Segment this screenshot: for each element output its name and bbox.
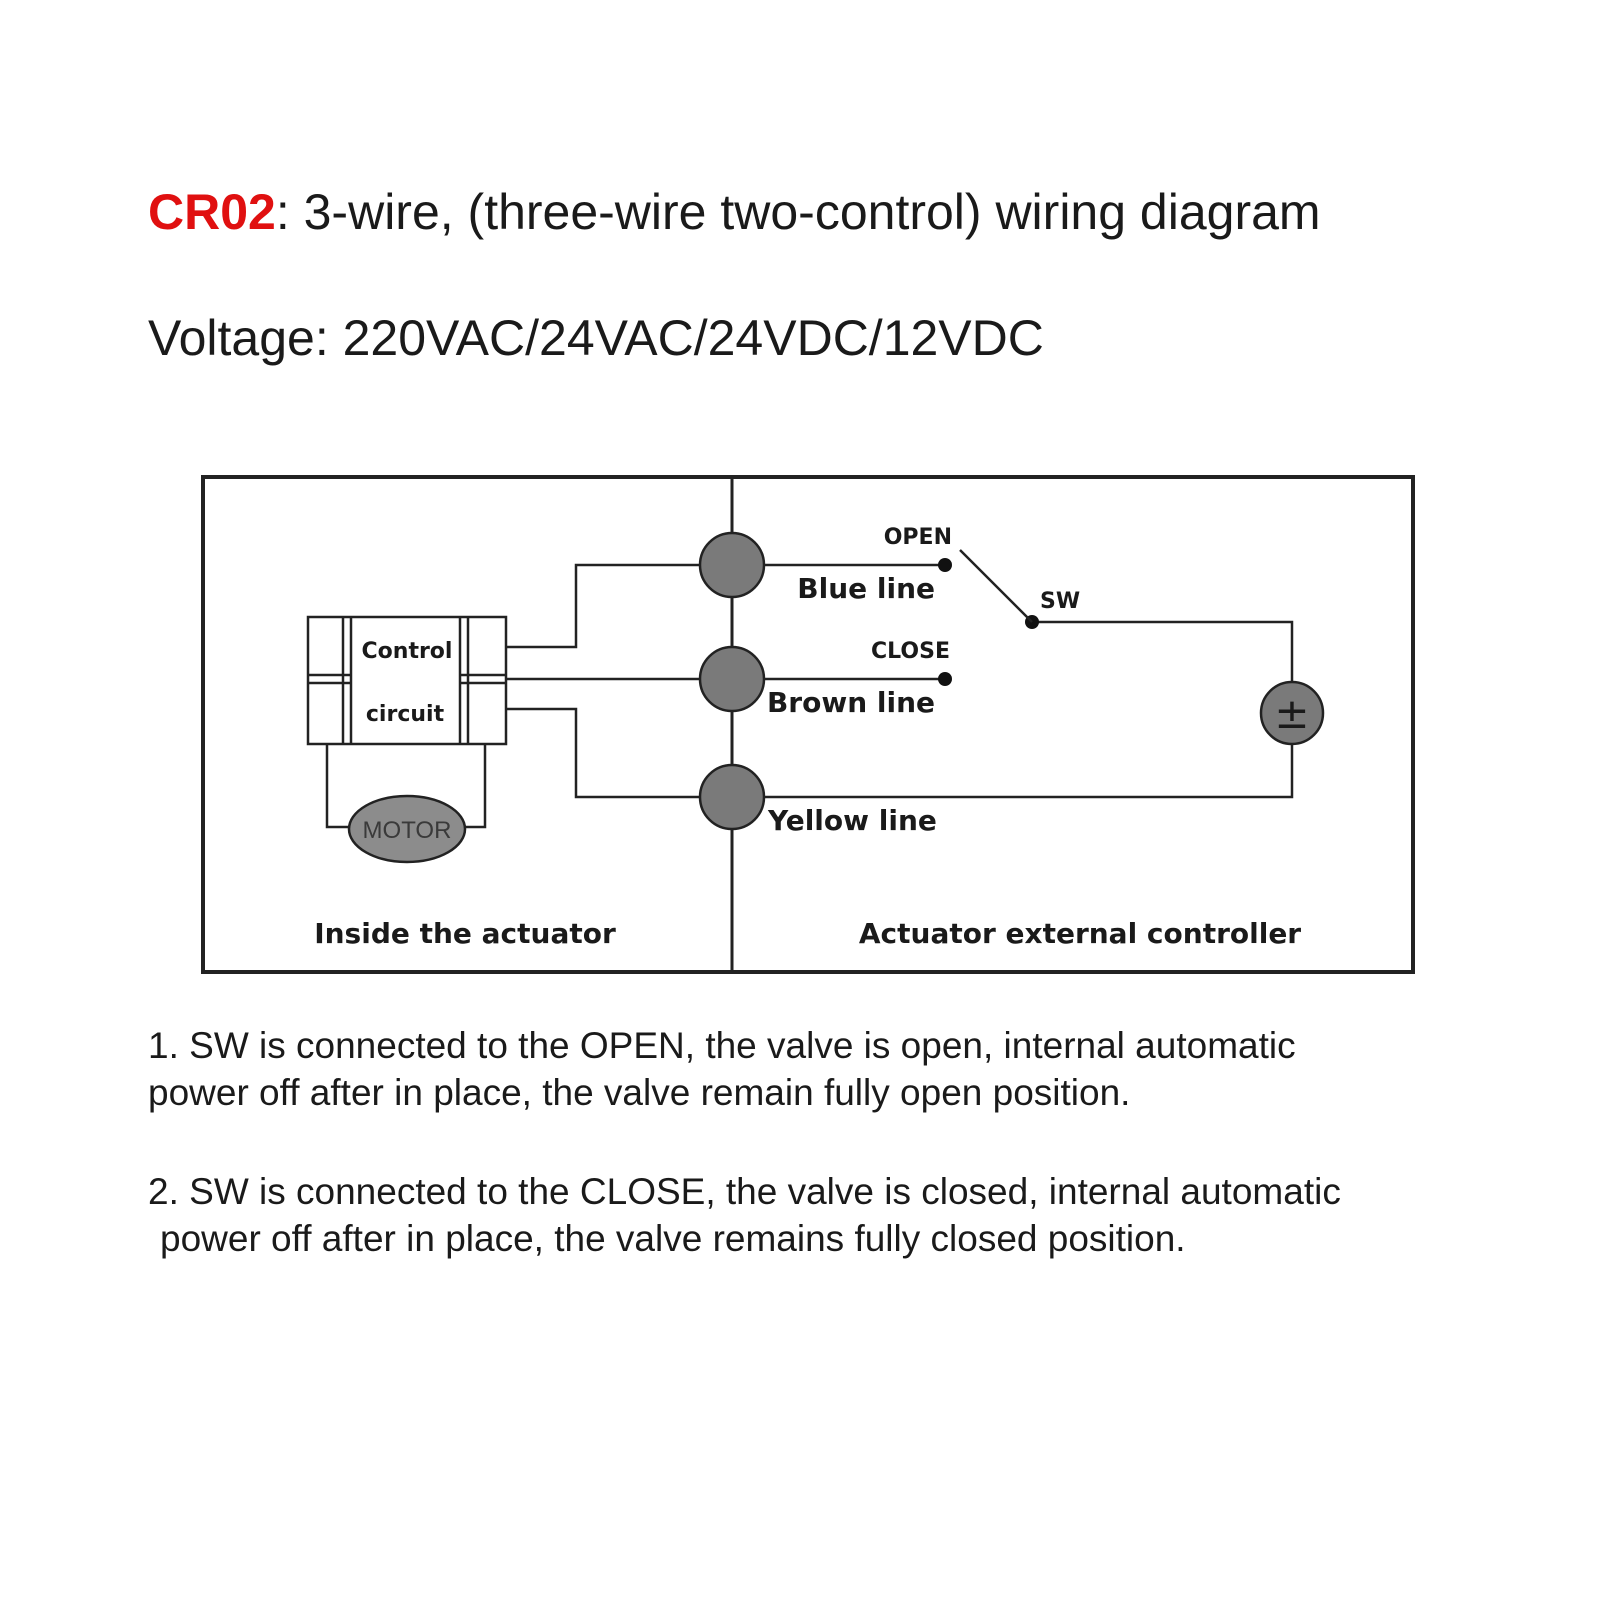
yellow-line-label: Yellow line [767, 804, 937, 837]
title-text: : 3-wire, (three-wire two-control) wirin… [275, 184, 1321, 240]
control-label: Control [362, 639, 453, 664]
note-2-line-1: 2. SW is connected to the CLOSE, the val… [148, 1171, 1341, 1212]
control-circuit-block [306, 615, 508, 746]
diagram-frame [201, 475, 1415, 974]
page-title: CR02: 3-wire, (three-wire two-control) w… [148, 182, 1321, 242]
blue-wire-internal [506, 563, 700, 649]
external-controller-label: Actuator external controller [859, 917, 1301, 950]
blue-terminal [698, 531, 766, 599]
motor [347, 794, 467, 864]
open-contact [938, 558, 952, 572]
motor-wire [325, 744, 487, 829]
yellow-terminal [698, 763, 766, 831]
model-code: CR02 [148, 184, 276, 240]
note-1: 1. SW is connected to the OPEN, the valv… [148, 1022, 1478, 1116]
note-2-line-2: power off after in place, the valve rema… [160, 1218, 1186, 1259]
yellow-wire-external [765, 745, 1294, 799]
motor-label: MOTOR [363, 817, 452, 844]
brown-terminal [698, 645, 766, 713]
brown-line-label: Brown line [767, 686, 935, 719]
voltage-spec: Voltage: 220VAC/24VAC/24VDC/12VDC [148, 310, 1044, 366]
open-label: OPEN [884, 525, 952, 550]
sw-label: SW [1040, 589, 1080, 614]
close-contact [938, 672, 952, 686]
yellow-wire-internal [506, 707, 700, 799]
note-1-line-2: power off after in place, the valve rema… [148, 1072, 1131, 1113]
power-source-symbol: ± [1274, 689, 1309, 738]
note-2: 2. SW is connected to the CLOSE, the val… [148, 1168, 1478, 1262]
switch-common-wire [1032, 620, 1294, 685]
note-1-line-1: 1. SW is connected to the OPEN, the valv… [148, 1025, 1296, 1066]
switch-blade [959, 549, 1033, 623]
blue-line-label: Blue line [797, 572, 935, 605]
circuit-label: circuit [366, 702, 445, 727]
close-label: CLOSE [871, 639, 950, 664]
power-source [1259, 680, 1325, 746]
inside-actuator-label: Inside the actuator [314, 917, 616, 950]
